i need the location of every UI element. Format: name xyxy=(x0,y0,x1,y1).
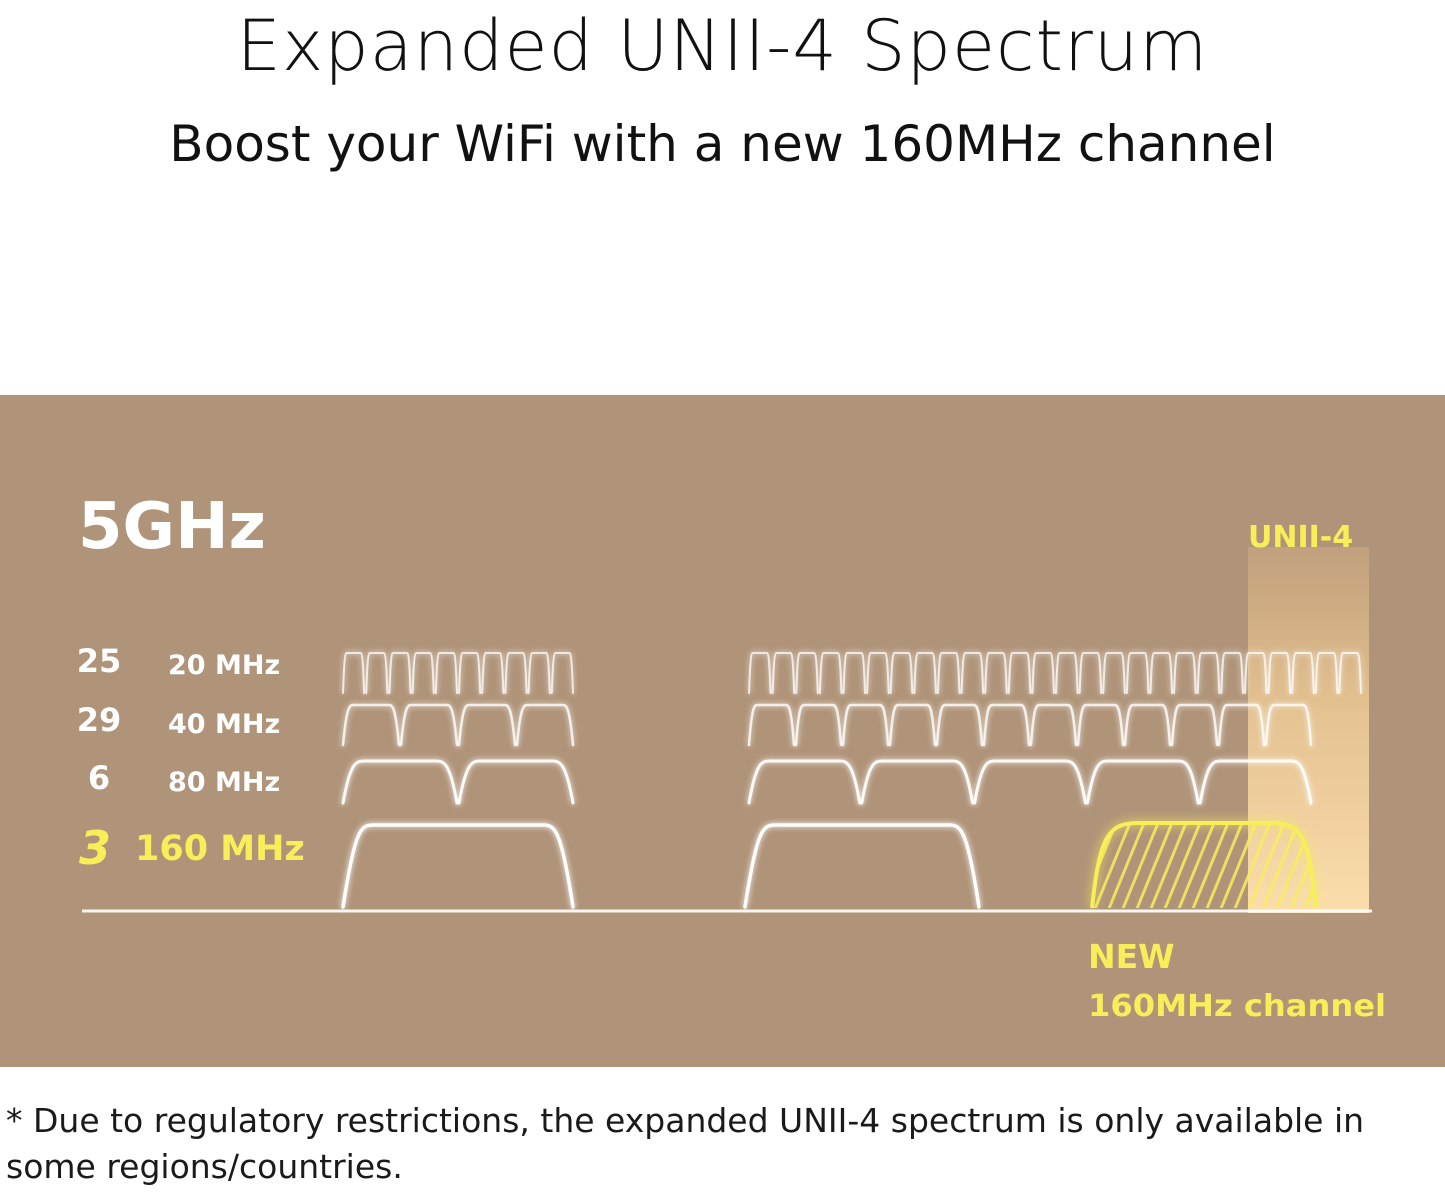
new-channel-label-line1: NEW xyxy=(1088,937,1175,976)
channel-20mhz xyxy=(889,652,914,694)
channel-80mhz xyxy=(973,759,1087,805)
unii4-label: UNII-4 xyxy=(1248,520,1353,555)
hatch-line xyxy=(1148,823,1188,908)
hatch-line xyxy=(1162,823,1202,908)
channel-40mhz xyxy=(1029,703,1078,747)
channel-20mhz xyxy=(1291,652,1315,694)
hatch-line xyxy=(1246,823,1286,908)
channel-40mhz xyxy=(747,703,796,747)
channel-40mhz xyxy=(457,703,517,747)
channel-20mhz xyxy=(1314,652,1339,694)
channel-20mhz xyxy=(1031,652,1055,694)
row-width-20mhz: 20 MHz xyxy=(168,650,280,681)
channel-20mhz xyxy=(748,652,772,694)
channel-20mhz xyxy=(1243,652,1268,694)
channel-80mhz xyxy=(1198,759,1313,805)
hatch-line xyxy=(1190,823,1230,908)
channel-20mhz xyxy=(365,652,389,694)
channel-20mhz xyxy=(1173,652,1197,694)
channel-20mhz xyxy=(818,652,843,694)
channel-160mhz xyxy=(743,823,981,909)
channel-80mhz xyxy=(1085,759,1200,805)
channel-40mhz xyxy=(1217,703,1266,747)
channel-20mhz xyxy=(1102,652,1126,694)
hatch-line xyxy=(1176,823,1216,908)
channel-20mhz xyxy=(1149,652,1174,694)
channel-40mhz xyxy=(341,703,401,747)
hatch-line xyxy=(1134,823,1174,908)
channel-40mhz xyxy=(982,703,1031,747)
channel-20mhz xyxy=(1055,652,1079,694)
row-width-40mhz: 40 MHz xyxy=(168,709,280,740)
hatch-line xyxy=(1260,823,1300,908)
channel-80mhz xyxy=(341,759,459,805)
channel-20mhz xyxy=(481,652,505,694)
channel-80mhz xyxy=(860,759,975,805)
channel-20mhz xyxy=(960,652,985,694)
channel-80mhz xyxy=(747,759,862,805)
channel-20mhz xyxy=(458,652,482,694)
channel-20mhz xyxy=(866,652,890,694)
channel-20mhz xyxy=(984,652,1008,694)
hatch-line xyxy=(1092,823,1132,908)
hatch-line xyxy=(1232,823,1272,908)
channel-40mhz xyxy=(935,703,984,747)
hatch-line xyxy=(1106,823,1146,908)
hatch-line xyxy=(1204,823,1244,908)
channel-40mhz xyxy=(1170,703,1219,747)
channel-40mhz xyxy=(515,703,575,747)
band-label: 5GHz xyxy=(78,490,266,564)
channel-40mhz xyxy=(1264,703,1313,747)
band-boundaries xyxy=(336,595,1370,911)
channel-curves xyxy=(341,652,1362,909)
hatch-line xyxy=(1288,823,1316,908)
channel-20mhz xyxy=(342,652,366,694)
channel-20mhz xyxy=(388,652,412,694)
channel-20mhz xyxy=(1007,652,1032,694)
row-width-80mhz: 80 MHz xyxy=(168,767,280,798)
channel-20mhz xyxy=(936,652,961,694)
channel-20mhz xyxy=(434,652,458,694)
row-width-160mhz: 160 MHz xyxy=(135,829,305,869)
channel-20mhz xyxy=(504,652,528,694)
channel-20mhz xyxy=(527,652,551,694)
hatch-line xyxy=(1302,823,1316,908)
channel-20mhz xyxy=(1267,652,1292,694)
channel-40mhz xyxy=(399,703,459,747)
row-count-20mhz: 25 xyxy=(77,642,122,680)
row-count-160mhz: 3 xyxy=(79,821,111,875)
channel-20mhz xyxy=(1196,652,1221,694)
row-count-80mhz: 6 xyxy=(88,759,110,797)
page-title: Expanded UNII-4 Spectrum xyxy=(236,5,1209,87)
channel-20mhz xyxy=(913,652,937,694)
channel-20mhz xyxy=(771,652,796,694)
footnote: * Due to regulatory restrictions, the ex… xyxy=(6,1101,1365,1186)
new-channel-label-line2: 160MHz channel xyxy=(1088,989,1386,1024)
hatch-line xyxy=(1120,823,1160,908)
channel-40mhz xyxy=(888,703,937,747)
channel-20mhz xyxy=(411,652,435,694)
channel-40mhz xyxy=(794,703,843,747)
channel-20mhz xyxy=(1078,652,1103,694)
channel-80mhz xyxy=(457,759,575,805)
channel-40mhz xyxy=(841,703,890,747)
row-count-40mhz: 29 xyxy=(77,701,122,739)
channel-20mhz xyxy=(1220,652,1244,694)
channel-40mhz xyxy=(1076,703,1125,747)
channel-20mhz xyxy=(550,652,574,694)
channel-20mhz xyxy=(1125,652,1150,694)
channel-40mhz xyxy=(1123,703,1172,747)
channel-160mhz xyxy=(341,823,575,909)
spectrum-diagram: 5GHz UNII-4 25 20 MHz 29 40 MHz 6 80 MHz… xyxy=(0,395,1445,1067)
channel-20mhz xyxy=(1338,652,1362,694)
channel-20mhz xyxy=(795,652,819,694)
panel-background xyxy=(0,395,1445,1067)
page-subtitle: Boost your WiFi with a new 160MHz channe… xyxy=(169,115,1276,173)
channel-20mhz xyxy=(842,652,867,694)
new-channel-curve xyxy=(1090,821,1318,909)
spectrum-diagram-panel: 5GHz UNII-4 25 20 MHz 29 40 MHz 6 80 MHz… xyxy=(0,395,1445,1067)
